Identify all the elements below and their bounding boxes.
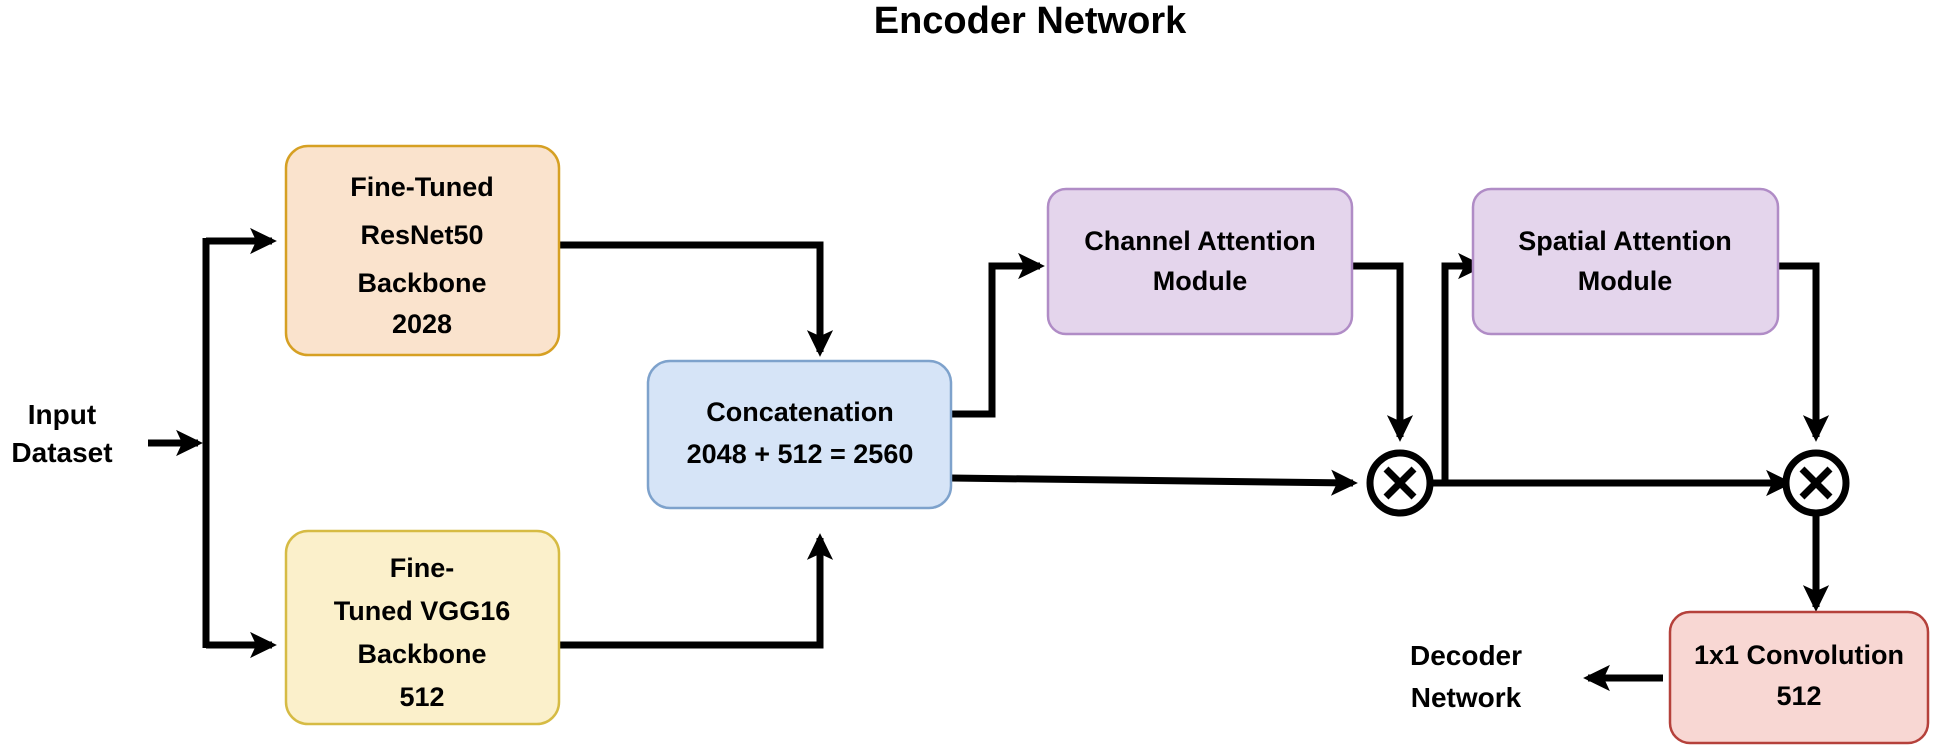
concat-box[interactable] <box>646 359 953 510</box>
node-input-dataset: Input Dataset <box>11 399 112 468</box>
spatial-attention-label-line-2: Module <box>1578 266 1673 296</box>
input-dataset-line-2: Dataset <box>11 437 112 468</box>
resnet-box[interactable] <box>284 144 561 357</box>
multiply-1-x-stroke-b <box>1383 466 1417 500</box>
channel-attention-label-line-1: Channel Attention <box>1084 226 1315 256</box>
edge-resnet-to-concat <box>559 241 834 357</box>
node-decoder-network: Decoder Network <box>1410 640 1522 713</box>
decoder-network-line-1: Decoder <box>1410 640 1522 671</box>
decoder-network-line-2: Network <box>1411 682 1522 713</box>
resnet-label-line-3: Backbone <box>357 268 486 298</box>
vgg-label-line-1: Fine- <box>390 553 455 583</box>
node-fine-tuned-vgg16-backbone[interactable]: Fine- Tuned VGG16 Backbone 512 <box>284 529 561 726</box>
conv-box[interactable] <box>1668 610 1930 745</box>
input-dataset-line-1: Input <box>28 399 96 430</box>
node-fine-tuned-resnet50-backbone[interactable]: Fine-Tuned ResNet50 Backbone 2028 <box>284 144 561 357</box>
node-spatial-attention-module[interactable]: Spatial Attention Module <box>1471 187 1780 336</box>
edge-channel-attention-to-multiply-1 <box>1352 262 1414 442</box>
spatial-attention-box[interactable] <box>1471 187 1780 336</box>
concat-label-line-1: Concatenation <box>706 397 894 427</box>
resnet-label-line-2: ResNet50 <box>360 220 483 250</box>
edge-concat-to-channel-attention <box>951 252 1045 418</box>
channel-attention-box[interactable] <box>1046 187 1354 336</box>
resnet-label-line-4: 2028 <box>392 309 452 339</box>
channel-attention-label-line-2: Module <box>1153 266 1248 296</box>
conv-label-line-1: 1x1 Convolution <box>1694 640 1904 670</box>
edge-vgg-to-concat <box>559 533 834 649</box>
node-multiply-operator-1 <box>1366 449 1434 517</box>
page-title: Encoder Network <box>874 0 1187 42</box>
vgg-box[interactable] <box>284 529 561 726</box>
conv-label-line-2: 512 <box>1776 681 1821 711</box>
edge-spatial-attention-to-multiply-2 <box>1778 262 1830 442</box>
multiply-2-x-stroke-b <box>1799 466 1833 500</box>
node-channel-attention-module[interactable]: Channel Attention Module <box>1046 187 1354 336</box>
node-multiply-operator-2 <box>1782 449 1850 517</box>
edges-layer <box>148 227 1830 692</box>
node-concatenation[interactable]: Concatenation 2048 + 512 = 2560 <box>646 359 953 510</box>
resnet-label-line-1: Fine-Tuned <box>350 172 493 202</box>
spatial-attention-label-line-1: Spatial Attention <box>1518 226 1732 256</box>
node-1x1-convolution[interactable]: 1x1 Convolution 512 <box>1668 610 1930 745</box>
vgg-label-line-4: 512 <box>399 682 444 712</box>
vgg-label-line-3: Backbone <box>357 639 486 669</box>
vgg-label-line-2: Tuned VGG16 <box>334 596 511 626</box>
concat-label-line-2: 2048 + 512 = 2560 <box>687 439 914 469</box>
edge-concat-to-multiply-1 <box>950 469 1358 496</box>
